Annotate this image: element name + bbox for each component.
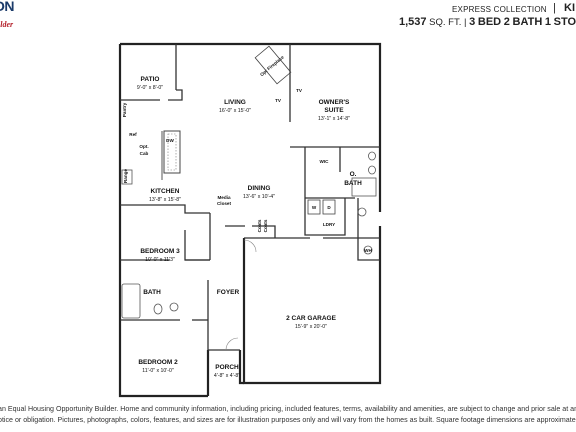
porch-name: PORCH: [215, 364, 239, 371]
bedroom2-dims: 11'-0" x 10'-0": [142, 368, 174, 374]
patio-dims: 9'-0" x 8'-0": [137, 85, 163, 91]
kitchen-name: KITCHEN: [151, 188, 180, 195]
kitchen-dims: 13'-8" x 15'-8": [149, 197, 181, 203]
water-heater-label: WH: [364, 248, 372, 253]
brand-name: ON: [0, 0, 15, 14]
wic-label: WIC: [320, 159, 330, 164]
washer-label: W: [312, 205, 317, 210]
dryer-label: D: [327, 205, 331, 210]
beds-value: 3: [469, 16, 476, 28]
water-heater-icon: [363, 245, 373, 255]
dw-label: DW: [166, 138, 174, 143]
foyer-name: FOYER: [217, 289, 240, 296]
range-icon: [121, 169, 133, 185]
header-separator: |: [553, 2, 556, 14]
owners-suite-name-1: OWNER'S: [319, 99, 350, 106]
model-name: KI: [564, 2, 575, 14]
opt-label: Opt.: [139, 144, 148, 149]
island-sink: [167, 133, 177, 171]
opt-fireplace-label: Opt Fireplace: [259, 54, 285, 77]
ref-label: Ref: [129, 132, 137, 137]
media-label-2: Closet: [217, 201, 232, 206]
porch-dims: 4'-8" x 4'-8": [214, 373, 240, 379]
dryer-icon: [322, 199, 336, 215]
coats-label-2: Coats: [263, 219, 268, 232]
stories-value: 1: [544, 16, 552, 28]
sqft-value: 1,537: [399, 16, 427, 28]
washer-icon: [307, 199, 321, 215]
living-dims: 16'-0" x 15'-0": [219, 108, 251, 114]
disclaimer-line-1: an Equal Housing Opportunity Builder. Ho…: [0, 405, 576, 413]
owners-suite-dims: 13'-1" x 14'-8": [318, 116, 350, 122]
bath-sink-icon: [169, 302, 179, 312]
home-stats: 1,537 SQ. FT. | 3 BED 2 BATH 1 STORY: [399, 16, 576, 28]
bedroom3-name: BEDROOM 3: [140, 248, 180, 255]
media-label-1: Media: [217, 195, 230, 200]
bath-name: BATH: [143, 289, 161, 296]
owner-toilet-icon: [357, 207, 367, 217]
tv-label-living: TV: [275, 98, 282, 103]
legal-disclaimer: an Equal Housing Opportunity Builder. Ho…: [0, 404, 576, 426]
range-label: Range: [123, 169, 128, 183]
owner-sink-icon-2: [368, 165, 376, 175]
owner-bath-name-2: BATH: [344, 180, 362, 187]
laundry-label: LDRY: [323, 222, 335, 227]
cab-label: Cab: [140, 151, 149, 156]
fireplace-outline: [254, 45, 292, 85]
dining-name: DINING: [248, 185, 271, 192]
door-swing: [243, 239, 257, 253]
brand-logo: ON ilder: [0, 0, 34, 40]
garage-dims: 15'-9" x 20'-0": [295, 324, 327, 330]
coats-label-1: Coats: [257, 219, 262, 232]
disclaimer-line-2: otice or obligation. Pictures, photograp…: [0, 416, 576, 424]
beds-label: BED: [477, 16, 502, 28]
baths-value: 2: [503, 16, 510, 28]
sqft-unit: SQ. FT.: [429, 17, 462, 28]
floor-plan: Opt Fireplace PATIO 9'-0" x 8'-0" LIVING…: [118, 42, 382, 398]
owner-bath-name-1: O.: [350, 171, 357, 178]
entry-door-swing: [225, 337, 239, 351]
bathtub-icon: [121, 283, 141, 319]
brand-tagline: ilder: [0, 20, 14, 29]
stories-label: STORY: [553, 16, 576, 28]
dining-dims: 13'-6" x 10'-4": [243, 194, 275, 200]
interior-walls: [120, 44, 380, 351]
exterior-walls: [118, 42, 382, 398]
owners-suite-name-2: SUITE: [324, 107, 344, 114]
living-name: LIVING: [224, 99, 246, 106]
baths-label: BATH: [512, 16, 543, 28]
bedroom3-dims: 10'-0" x 11'3": [145, 257, 175, 263]
pantry-label: Pantry: [122, 102, 127, 117]
shower-icon: [351, 177, 377, 197]
kitchen-island: [163, 130, 181, 174]
stats-separator: |: [464, 17, 467, 28]
owner-sink-icon-1: [368, 151, 376, 161]
tv-label-suite: TV: [296, 88, 303, 93]
patio-name: PATIO: [141, 76, 160, 83]
bedroom2-name: BEDROOM 2: [138, 359, 178, 366]
collection-name: EXPRESS COLLECTION: [452, 5, 547, 14]
garage-name: 2 CAR GARAGE: [286, 315, 337, 322]
toilet-icon: [153, 303, 163, 315]
